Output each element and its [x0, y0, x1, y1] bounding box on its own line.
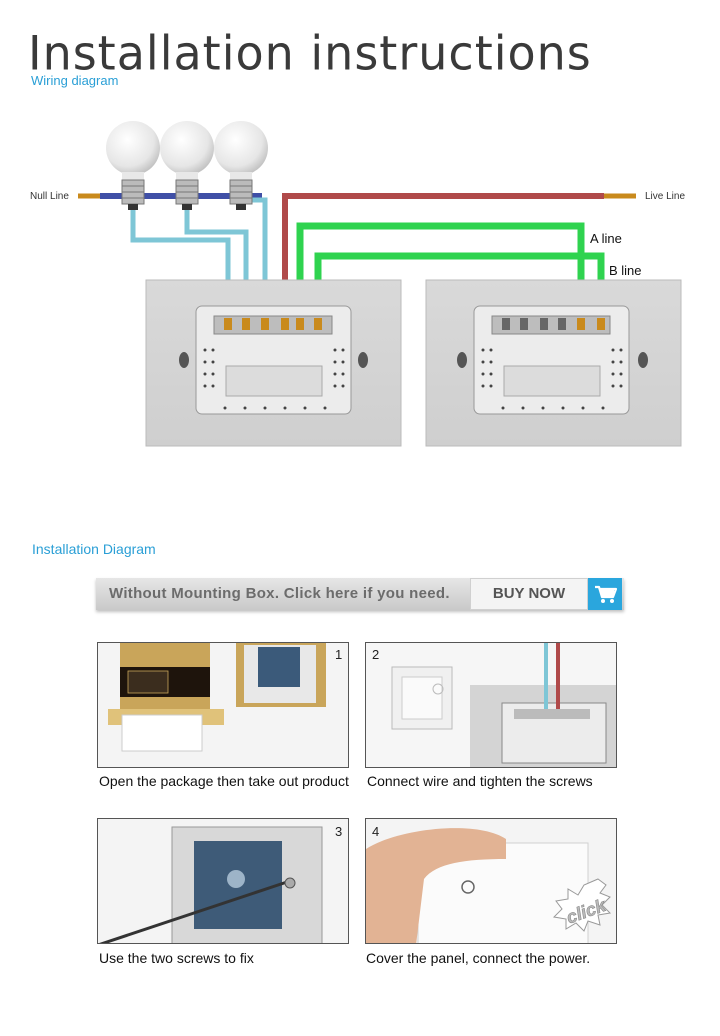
step-3-image — [97, 818, 349, 944]
switch-back-plate-2 — [425, 279, 682, 447]
step-2-image — [365, 642, 617, 768]
mounting-box-promo-text[interactable]: Without Mounting Box. Click here if you … — [109, 585, 450, 602]
switch-back-plate-1 — [145, 279, 402, 447]
wiring-diagram-subtitle: Wiring diagram — [31, 73, 119, 88]
step-2-number: 2 — [372, 647, 380, 662]
step-3-caption: Use the two screws to fix — [99, 950, 254, 966]
step-4-caption: Cover the panel, connect the power. — [366, 950, 591, 966]
b-line-label: B line — [609, 263, 642, 278]
step-4-image: click — [365, 818, 617, 944]
step-3-number: 3 — [335, 824, 343, 839]
bulb-icon — [160, 121, 214, 210]
step-1-caption: Open the package then take out product — [99, 773, 349, 789]
cart-button[interactable] — [588, 578, 622, 610]
wiring-diagram: Null Line Live Line A line B line — [30, 121, 685, 447]
step-2-caption: Connect wire and tighten the screws — [367, 773, 593, 789]
step-1-number: 1 — [335, 647, 343, 662]
bulb-icon — [106, 121, 160, 210]
step-1-image — [97, 642, 349, 768]
bulb-icon — [214, 121, 268, 210]
installation-diagram-subtitle: Installation Diagram — [32, 541, 156, 557]
page-title: Installation instructions — [28, 25, 592, 81]
a-line-label: A line — [590, 231, 622, 246]
step-4-number: 4 — [372, 824, 380, 839]
cart-icon — [595, 585, 618, 603]
live-line-label: Live Line — [645, 191, 685, 202]
null-line-label: Null Line — [30, 191, 69, 202]
buy-now-button[interactable]: BUY NOW — [470, 578, 588, 610]
